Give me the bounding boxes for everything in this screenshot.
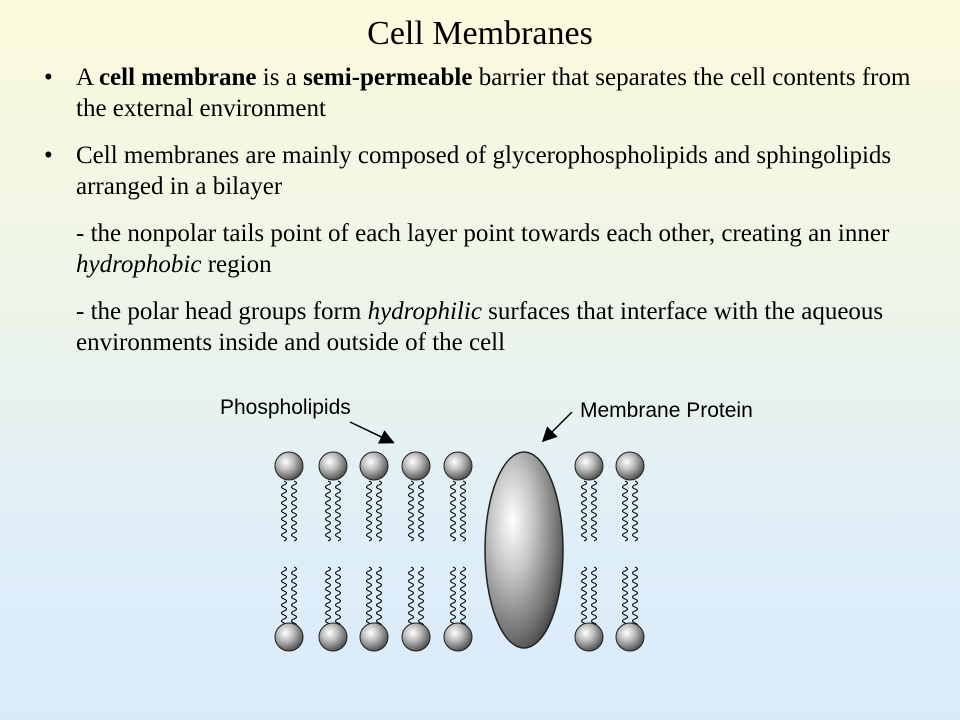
term-cell-membrane: cell membrane bbox=[98, 64, 257, 91]
lipid-tail bbox=[324, 480, 332, 542]
label-phospholipids: Phospholipids bbox=[220, 396, 351, 419]
lipid-tail bbox=[290, 480, 298, 542]
lipid-tail bbox=[449, 566, 457, 628]
lipid-tail bbox=[580, 480, 588, 542]
lipid-polar-head bbox=[318, 622, 348, 652]
sub1-text-1: - the nonpolar tails point of each layer… bbox=[76, 220, 890, 247]
lipid-tail bbox=[280, 480, 288, 542]
phospholipid bbox=[318, 566, 348, 652]
subpoint-nonpolar-tails: - the nonpolar tails point of each layer… bbox=[76, 218, 936, 280]
lipid-tail bbox=[407, 566, 415, 628]
phospholipid bbox=[615, 451, 645, 542]
bullet1-text-3: barrier that separates the cell contents… bbox=[76, 64, 911, 122]
phospholipid bbox=[443, 566, 473, 652]
phospholipid bbox=[274, 566, 304, 652]
sub2-text-1: - the polar head groups form bbox=[76, 298, 368, 325]
lipid-tail bbox=[365, 480, 373, 542]
lipid-tail bbox=[365, 566, 373, 628]
lipid-tail bbox=[375, 480, 383, 542]
lipid-polar-head bbox=[443, 451, 473, 481]
lipid-polar-head bbox=[318, 451, 348, 481]
lipid-tail bbox=[449, 480, 457, 542]
lipid-tail bbox=[290, 566, 298, 628]
term-hydrophilic: hydrophilic bbox=[367, 298, 482, 325]
phospholipid bbox=[318, 451, 348, 542]
lipid-polar-head bbox=[615, 451, 645, 481]
lipid-tail bbox=[334, 480, 342, 542]
phospholipid bbox=[443, 451, 473, 542]
bullet1-text-2: is a bbox=[256, 64, 304, 91]
label-membrane-protein: Membrane Protein bbox=[580, 399, 753, 422]
membrane-protein bbox=[484, 451, 564, 649]
lipid-polar-head bbox=[574, 451, 604, 481]
arrow-to-membrane-protein bbox=[541, 411, 573, 443]
lipid-tail bbox=[580, 566, 588, 628]
lipid-tail bbox=[631, 566, 639, 628]
phospholipid bbox=[401, 451, 431, 542]
lipid-polar-head bbox=[443, 622, 473, 652]
lipid-polar-head bbox=[274, 451, 304, 481]
bullet2-text: Cell membranes are mainly composed of gl… bbox=[76, 142, 892, 200]
lipid-polar-head bbox=[274, 622, 304, 652]
phospholipid bbox=[615, 566, 645, 652]
lipid-tail bbox=[631, 480, 639, 542]
slide-title: Cell Membranes bbox=[367, 15, 593, 52]
subpoint-polar-heads: - the polar head groups form hydrophilic… bbox=[76, 296, 936, 358]
bullet-composition: • Cell membranes are mainly composed of … bbox=[44, 140, 936, 202]
phospholipid bbox=[574, 451, 604, 542]
bullet-marker: • bbox=[44, 142, 53, 169]
phospholipid bbox=[359, 566, 389, 652]
lipid-tail bbox=[417, 480, 425, 542]
lipid-tail bbox=[459, 566, 467, 628]
lipid-tail bbox=[459, 480, 467, 542]
lipid-polar-head bbox=[359, 622, 389, 652]
bullet-cell-membrane: • A cell membrane is a semi-permeable ba… bbox=[44, 62, 936, 124]
phospholipid bbox=[401, 566, 431, 652]
lipid-polar-head bbox=[359, 451, 389, 481]
term-semi-permeable: semi-permeable bbox=[303, 64, 473, 91]
lipid-polar-head bbox=[615, 622, 645, 652]
term-hydrophobic: hydrophobic bbox=[76, 251, 202, 278]
phospholipid bbox=[574, 566, 604, 652]
lipid-tail bbox=[280, 566, 288, 628]
lipid-tail bbox=[621, 480, 629, 542]
lipid-tail bbox=[324, 566, 332, 628]
phospholipid bbox=[274, 451, 304, 542]
lipid-tail bbox=[407, 480, 415, 542]
lipid-tail bbox=[590, 480, 598, 542]
sub1-text-2: region bbox=[201, 251, 272, 278]
bullet1-text-1: A bbox=[76, 64, 99, 91]
phospholipid bbox=[359, 451, 389, 542]
lipid-polar-head bbox=[401, 451, 431, 481]
lipid-tail bbox=[621, 566, 629, 628]
sub2-text-2: surfaces that interface with the aqueous… bbox=[76, 298, 884, 356]
arrow-to-phospholipids bbox=[349, 421, 395, 444]
lipid-tail bbox=[334, 566, 342, 628]
phospholipid-group bbox=[274, 451, 645, 652]
lipid-tail bbox=[590, 566, 598, 628]
bullet-marker: • bbox=[44, 64, 53, 91]
lipid-tail bbox=[417, 566, 425, 628]
lipid-polar-head bbox=[401, 622, 431, 652]
lipid-polar-head bbox=[574, 622, 604, 652]
lipid-tail bbox=[375, 566, 383, 628]
